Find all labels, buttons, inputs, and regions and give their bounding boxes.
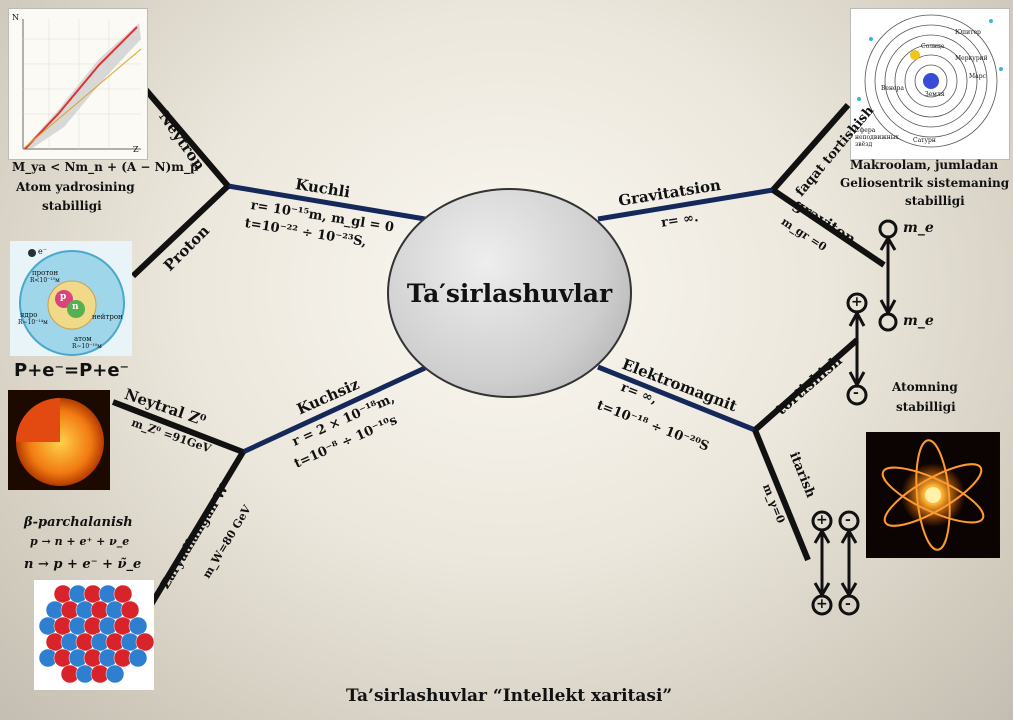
orbit-label-mars: Марс [969, 73, 986, 80]
nuclide-chart-image: N Z [8, 8, 148, 160]
nucleon [113, 584, 133, 604]
branch-graviton [771, 187, 886, 268]
gravity-caption-3: stabilligi [905, 194, 965, 208]
attraction-diagram [846, 292, 868, 406]
link-weak [241, 365, 427, 455]
heliocentric-system-image: Юпитер Солнце Меркурий Марс Земля Венера… [850, 8, 1010, 160]
orbit-label-jupiter: Юпитер [955, 29, 981, 36]
nucleus-caption-1: Atom yadrosining [16, 180, 135, 194]
plus-sign: + [816, 596, 828, 612]
atom-label-n: n [72, 302, 79, 312]
branch-charged [140, 450, 246, 620]
branch-neytron [143, 88, 231, 188]
orbit-label-mercury: Меркурий [955, 55, 988, 62]
graviton-particle-top: m_e [903, 220, 934, 236]
gravity-caption-1: Makroolam, jumladan [850, 158, 999, 172]
atom-glow-image [866, 432, 1000, 558]
em-caption-2: stabilligi [896, 400, 956, 414]
orbit-label-saturn: Сатурн [913, 137, 936, 144]
nucleon [105, 664, 125, 684]
graviton-particle-bottom: m_e [903, 313, 934, 329]
atom-structure-image: p n e⁻ протон R<10⁻¹⁵м ядро R~10⁻¹⁴м ней… [10, 241, 132, 356]
em-caption-1: Atomning [892, 380, 958, 394]
beta-decay-plus: p → n + e⁺ + ν_e [30, 535, 130, 548]
nucleon [120, 600, 140, 620]
nucleon [128, 616, 148, 636]
nucleus-caption-2: stabilligi [42, 199, 102, 213]
nucleon [135, 632, 154, 652]
chart-axis-z: Z [133, 145, 139, 154]
gravity-caption-2: Geliosentrik sistemaning [840, 176, 1010, 190]
nucleon [128, 648, 148, 668]
footer-title: Ta’sirlashuvlar “Intellekt xaritasi” [346, 686, 673, 706]
center-node: Ta′sirlashuvlar [387, 188, 632, 398]
nucleus-model-image [34, 580, 154, 690]
branch-attraction-only [770, 103, 851, 192]
minus-sign: - [845, 512, 851, 528]
sun-image [8, 390, 110, 490]
atom-label-proton: протон [32, 269, 59, 277]
atom-label-atom: атом [74, 335, 92, 343]
orbit-label-stars: Сфера неподвижных звёзд [855, 127, 899, 148]
link-strong [227, 183, 426, 222]
atom-label-p: p [60, 292, 67, 302]
graviton-diagram [878, 219, 898, 332]
branch-itarish [752, 428, 811, 562]
atom-label-nucleus-r: R~10⁻¹⁴м [18, 319, 48, 326]
minus-sign: - [853, 385, 859, 401]
atom-label-electron: e⁻ [38, 247, 47, 256]
beta-decay-title: β-parchalanish [24, 515, 133, 530]
atom-label-proton-r: R<10⁻¹⁵м [30, 277, 60, 284]
branch-tortishish [753, 337, 859, 433]
atom-label-atom-r: R~10⁻¹⁰м [72, 343, 102, 350]
orbit-label-venus: Венера [881, 85, 904, 92]
atom-label-nucleus: ядро [20, 311, 38, 319]
nucleus-mass-formula: M_ya < Nm_n + (A − N)m_p [12, 160, 199, 174]
orbit-label-sun: Солнце [921, 43, 945, 50]
branch-neutral [111, 399, 245, 455]
link-gravity [597, 187, 774, 222]
electron-equation: P+e⁻=P+e⁻ [14, 360, 130, 381]
beta-decay-minus: n → p + e⁻ + ν̃_e [24, 557, 142, 572]
chart-axis-n: N [12, 13, 19, 22]
plus-sign: + [851, 294, 863, 310]
branch-proton [130, 183, 231, 279]
minus-sign: - [845, 596, 851, 612]
orbit-label-earth: Земля [925, 91, 945, 98]
link-em [597, 364, 756, 433]
plus-sign: + [816, 512, 828, 528]
atom-label-neutron: нейтрон [92, 313, 123, 321]
center-title: Ta′sirlashuvlar [406, 278, 613, 308]
repulsion-diagram [811, 510, 860, 616]
